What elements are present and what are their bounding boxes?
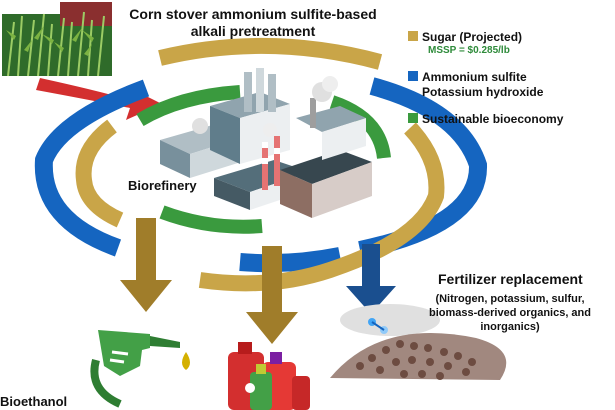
- legend-swatch-chemicals: [408, 71, 418, 81]
- fuel-nozzle-icon: [90, 330, 190, 408]
- fertilizer-pile-icon: [330, 304, 507, 380]
- corn-field-icon: [2, 2, 112, 77]
- bioeconomy-ring-right: [329, 95, 391, 160]
- factory-icon: [160, 68, 372, 218]
- fertilizer-detail: (Nitrogen, potassium, sulfur, biomass-de…: [429, 293, 591, 333]
- detergent-bottles-icon: [228, 342, 310, 410]
- biorefinery-label: Biorefinery: [128, 178, 197, 193]
- diagram-title: Corn stover ammonium sulfite-based alkal…: [129, 6, 377, 39]
- bioeconomy-ring-bottom: [159, 205, 263, 234]
- bioethanol-label: Bioethanol: [0, 394, 68, 409]
- detergent-arrow: [246, 246, 298, 344]
- fertilizer-arrow: [346, 244, 396, 314]
- sugar-ring-left: [75, 119, 124, 228]
- legend-chemicals-line1: Ammonium sulfite: [422, 70, 527, 84]
- legend-swatch-bioeconomy: [408, 113, 418, 123]
- sugar-ring-top: [158, 37, 383, 70]
- legend-sugar-label: Sugar (Projected): [422, 30, 523, 44]
- bioethanol-arrow: [120, 218, 172, 312]
- chemical-ring-bottom: [239, 247, 342, 273]
- legend-bioeconomy-label: Sustainable bioeconomy: [422, 112, 564, 126]
- fertilizer-title: Fertilizer replacement: [438, 271, 583, 287]
- legend-mssp-value: MSSP = $0.285/lb: [428, 45, 510, 56]
- legend-swatch-sugar: [408, 31, 418, 41]
- chemical-ring-left: [34, 79, 150, 257]
- legend-chemicals-line2: Potassium hydroxide: [422, 85, 544, 99]
- bioeconomy-ring-top: [136, 85, 241, 127]
